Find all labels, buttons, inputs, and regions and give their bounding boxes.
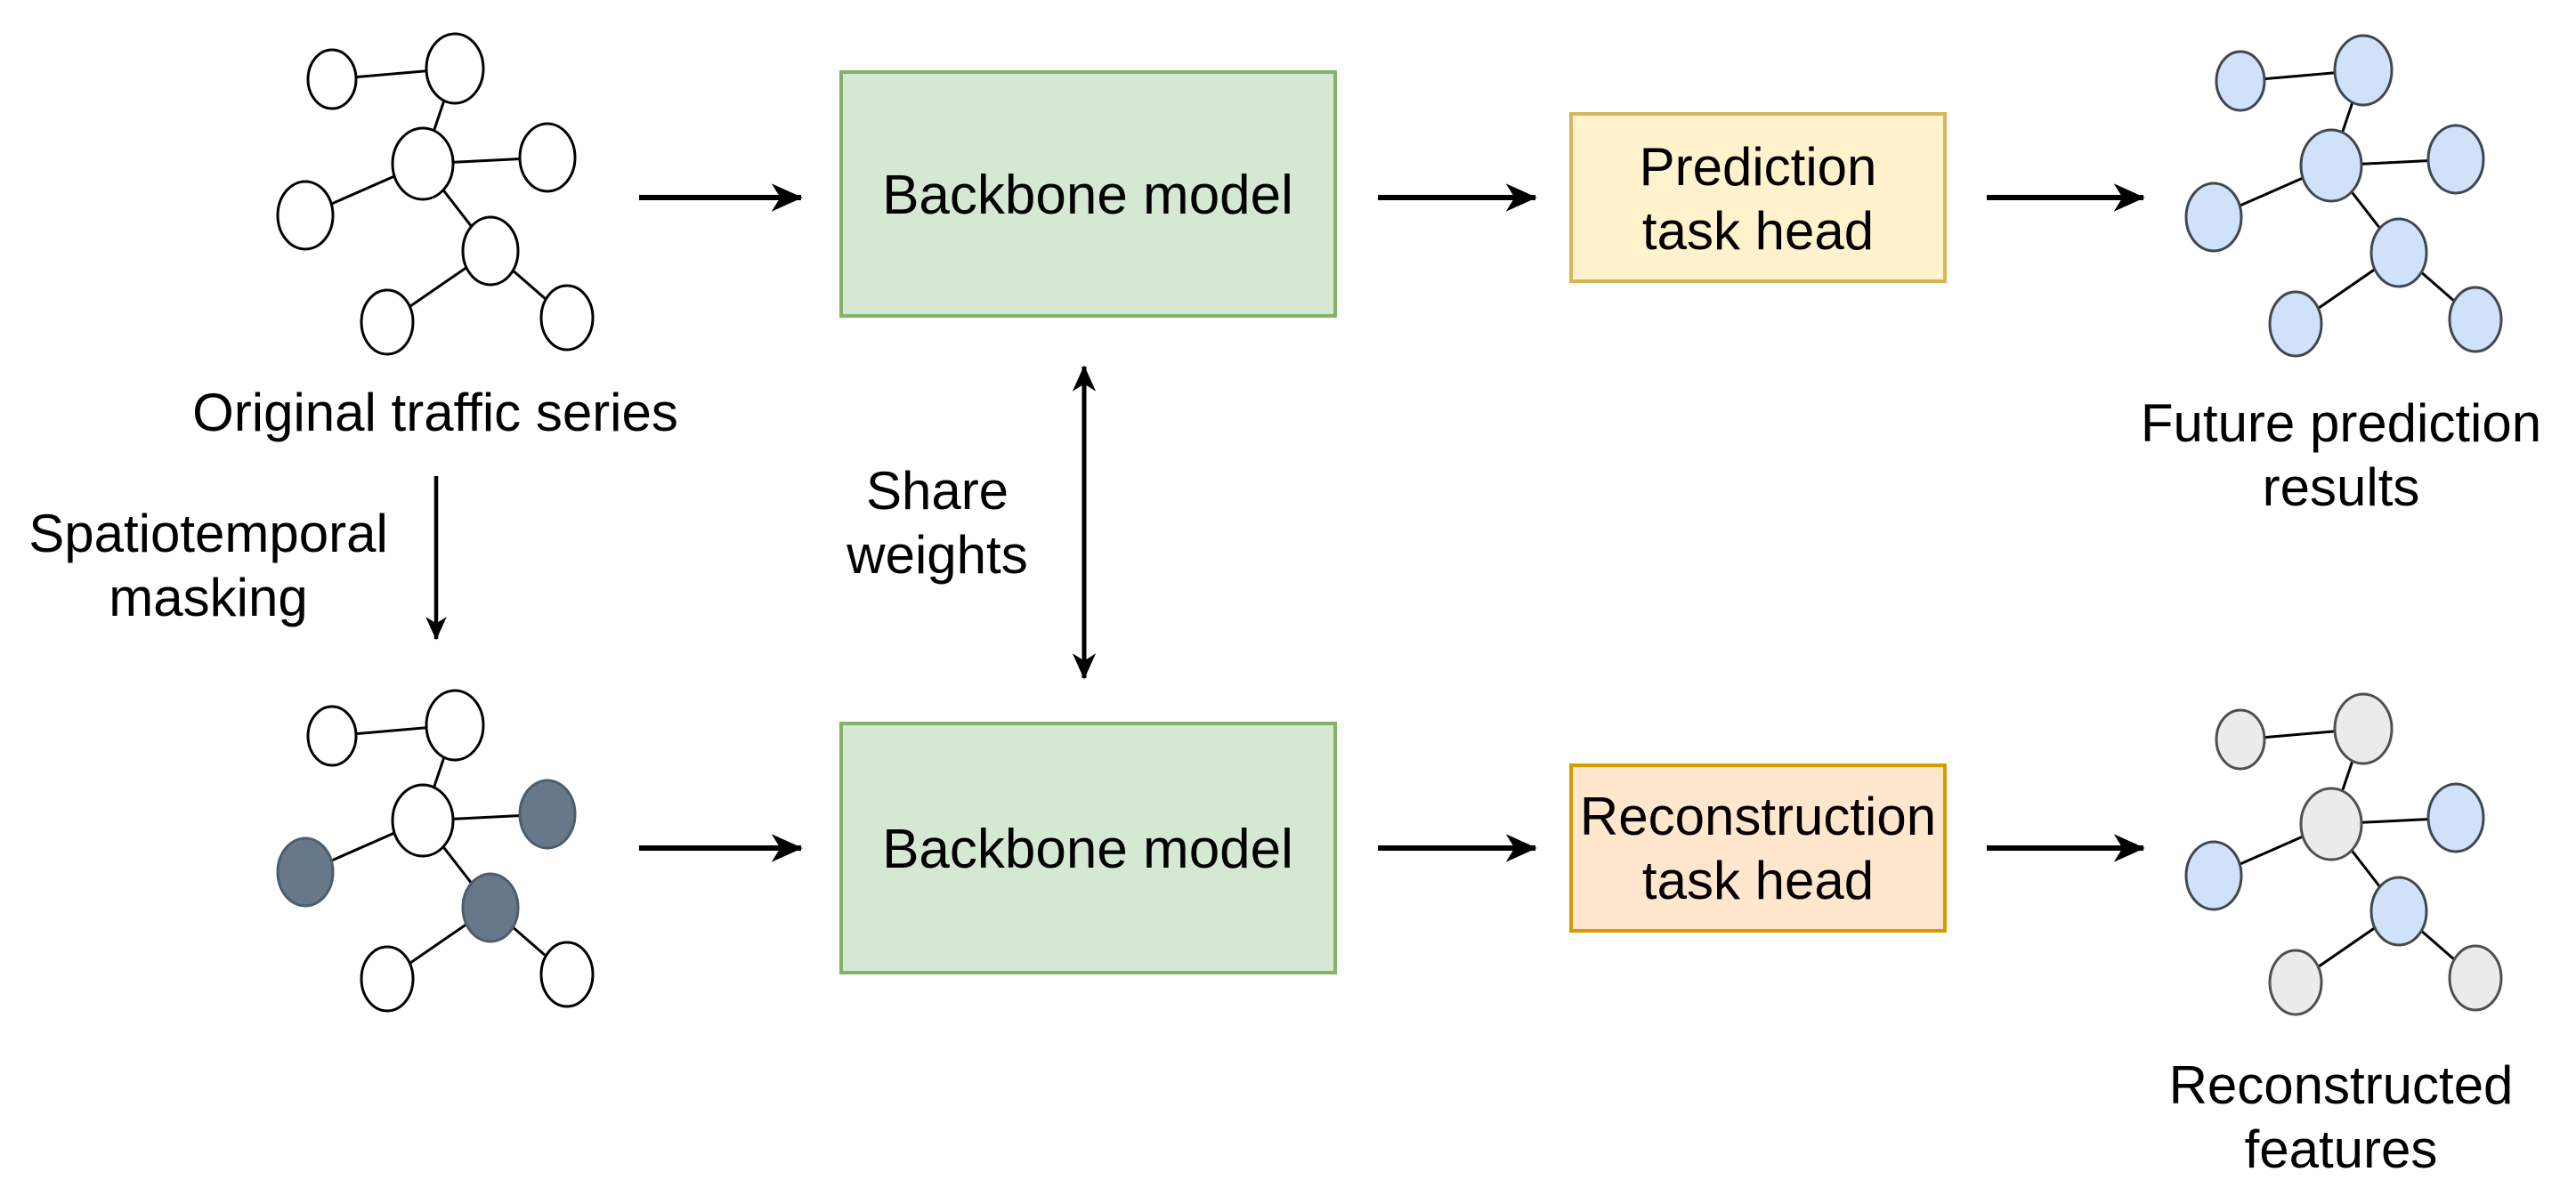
prediction-task-head-box: [1569, 112, 1947, 283]
backbone-top-box: [839, 70, 1337, 318]
masking-label-line1: Spatiotemporal: [28, 504, 388, 563]
future-results-label-line1: Future prediction: [2141, 393, 2541, 453]
graph-node: [425, 689, 485, 762]
future-results-label-line2: results: [2263, 457, 2420, 517]
prediction-task-head: Prediction task head: [1569, 112, 1947, 283]
masked-graph-node: [461, 872, 520, 943]
masked-graph-node: [518, 779, 577, 850]
graph-node: [360, 288, 415, 356]
reconstruction-label-line2: task head: [1642, 851, 1874, 910]
prediction-label-line2: task head: [1642, 201, 1874, 261]
masked-nodes: [276, 779, 577, 943]
predicted-nodes: [2184, 34, 2503, 358]
masked-traffic-graph: [276, 689, 595, 1013]
graph-node: [2299, 787, 2363, 861]
reconstruction-label-line1: Reconstruction: [1580, 787, 1936, 846]
share-weights-label-line2: weights: [846, 525, 1027, 585]
graph-node: [2268, 290, 2323, 358]
graph-node: [2426, 124, 2485, 195]
backbone-bottom-label: Backbone model: [882, 819, 1293, 880]
backbone-top: Backbone model: [839, 70, 1337, 318]
reconstruction-task-head-box: [1569, 764, 1947, 933]
graph-node: [391, 783, 455, 858]
prediction-label-line1: Prediction: [1640, 137, 1877, 197]
graph-node: [2215, 50, 2266, 112]
masked-graph-node: [276, 836, 335, 908]
reconstruction-task-head: Reconstruction task head: [1569, 764, 1947, 933]
graph-node: [2184, 182, 2243, 253]
graph-node: [2299, 128, 2363, 203]
graph-node: [391, 126, 455, 201]
backbone-bottom: Backbone model: [839, 722, 1337, 974]
graph-node: [2215, 708, 2266, 771]
graph-node: [2333, 34, 2394, 107]
backbone-bottom-box: [839, 722, 1337, 974]
unmasked-nodes: [306, 689, 595, 1013]
graph-node: [2448, 944, 2503, 1012]
future-prediction-graph: [2184, 34, 2503, 358]
reconstructed-graph-node: [2184, 840, 2243, 911]
graph-node: [461, 215, 520, 287]
graph-node: [306, 705, 358, 767]
context-nodes: [2215, 692, 2503, 1016]
reconstructed-features-graph: [2184, 692, 2503, 1016]
graph-node: [276, 180, 335, 251]
original-traffic-graph: [276, 32, 595, 356]
reconstructed-graph-node: [2369, 876, 2428, 947]
reconstructed-features-label-line2: features: [2245, 1119, 2438, 1179]
reconstructed-nodes: [2184, 782, 2485, 947]
flow-arrows: [425, 183, 2145, 862]
original-series-label: Original traffic series: [192, 383, 678, 442]
white-nodes: [276, 32, 595, 356]
graph-node: [539, 941, 595, 1008]
reconstructed-features-label-line1: Reconstructed: [2169, 1055, 2514, 1115]
graph-node: [360, 945, 415, 1013]
graph-node: [518, 122, 577, 193]
graph-node: [425, 32, 485, 105]
graph-node: [306, 48, 358, 110]
backbone-top-label: Backbone model: [882, 165, 1293, 226]
share-weights-label-line1: Share: [866, 461, 1009, 521]
reconstructed-graph-node: [2426, 782, 2485, 853]
graph-node: [2268, 949, 2323, 1016]
graph-node: [2448, 286, 2503, 353]
masking-label-line2: masking: [109, 568, 307, 627]
graph-node: [2333, 692, 2394, 765]
graph-node: [2369, 217, 2428, 288]
graph-node: [539, 284, 595, 352]
